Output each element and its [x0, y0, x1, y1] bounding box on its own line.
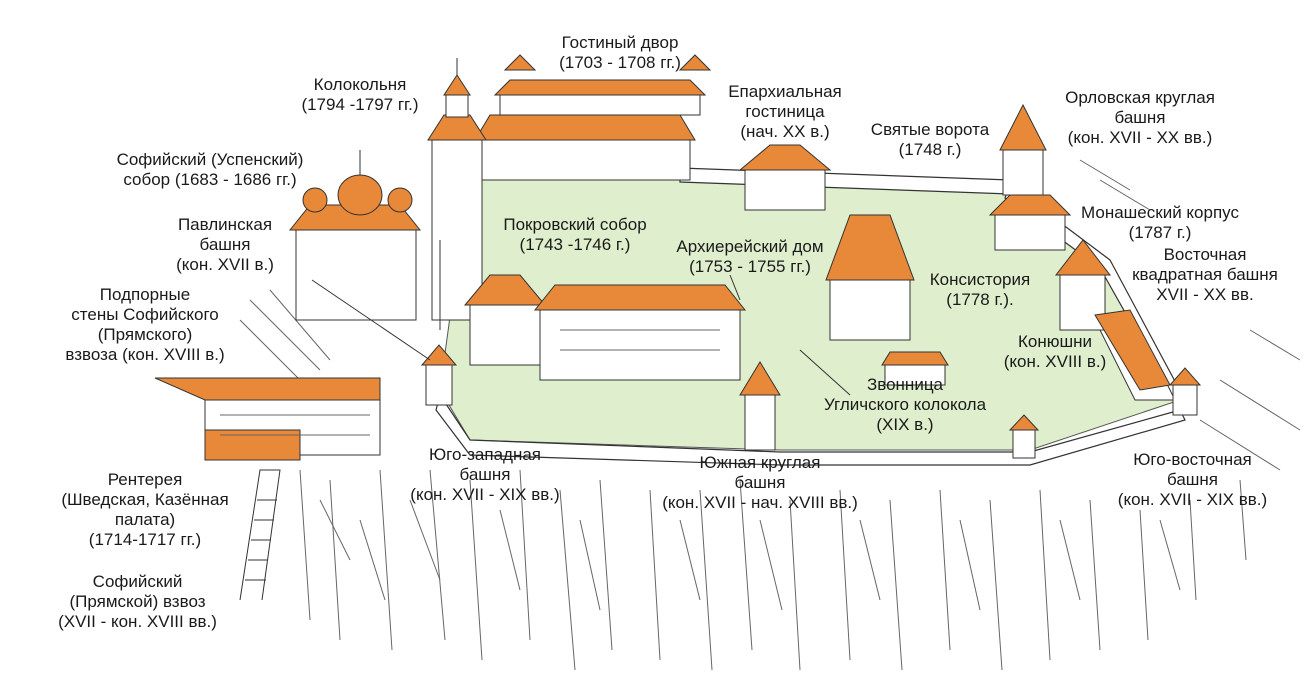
leader-lines — [311, 240, 851, 396]
corner-towers — [420, 344, 1202, 459]
stables — [881, 309, 1176, 401]
label-yugozap: Юго-западная башня (кон. XVII - XIX вв.) — [410, 445, 560, 504]
label-eparh: Епархиальная гостиница (нач. XX в.) — [728, 82, 842, 141]
label-zvonnica: Звонница Угличского колокола (XIX в.) — [823, 375, 987, 434]
gostiny-dvor — [474, 54, 712, 181]
label-pavlin: Павлинская башня (кон. XVII в.) — [176, 215, 274, 274]
label-vzvoz: Софийский (Прямской) взвоз (XVII - кон. … — [58, 572, 217, 631]
label-arhierey: Архиерейский дом (1753 - 1755 гг.) — [676, 237, 824, 276]
label-konsist: Консистория (1778 г.). — [929, 270, 1031, 309]
pokrov-arhierey — [463, 274, 747, 381]
orlov-tower — [999, 103, 1047, 196]
south-round-tower — [739, 361, 781, 451]
label-gostiny-dvor: Гостиный двор (1703 - 1708 гг.) — [559, 33, 681, 72]
label-sofiysky: Софийский (Успенский) собор (1683 - 1686… — [116, 150, 304, 189]
konsistoria — [825, 214, 915, 341]
label-renterea: Рентерея (Шведская, Казённая палата) (17… — [61, 470, 229, 549]
label-yugovost: Юго-восточная башня (кон. XVII - XIX вв.… — [1117, 450, 1268, 509]
label-orlov: Орловская круглая башня (кон. XVII - XX … — [1065, 88, 1215, 147]
monash-korpus — [988, 194, 1072, 251]
vzvoz-stairs — [239, 469, 281, 601]
label-vostoch: Восточная квадратная башня XVII - XX вв. — [1132, 245, 1278, 304]
label-konyushni: Конюшни (кон. XVIII в.) — [1003, 332, 1107, 371]
label-svyatye-vorota: Святые ворота (1748 г.) — [870, 120, 990, 159]
label-monash: Монашеский корпус (1787 г.) — [1081, 203, 1239, 242]
east-square-tower — [1054, 239, 1112, 331]
hill-hatching — [239, 159, 1301, 671]
label-pokrov: Покровский собор (1743 -1746 г.) — [503, 215, 647, 254]
sofiysky-cathedral — [288, 150, 422, 321]
eparh-hotel — [738, 144, 832, 211]
label-kolokolnya: Колокольня (1794 -1797 гг.) — [301, 75, 419, 114]
label-podporn: Подпорные стены Софийского (Прямского) в… — [65, 285, 225, 364]
renterea — [154, 377, 381, 461]
label-yuzhnaya: Южная круглая башня (кон. XVII - нач. XV… — [662, 453, 858, 512]
